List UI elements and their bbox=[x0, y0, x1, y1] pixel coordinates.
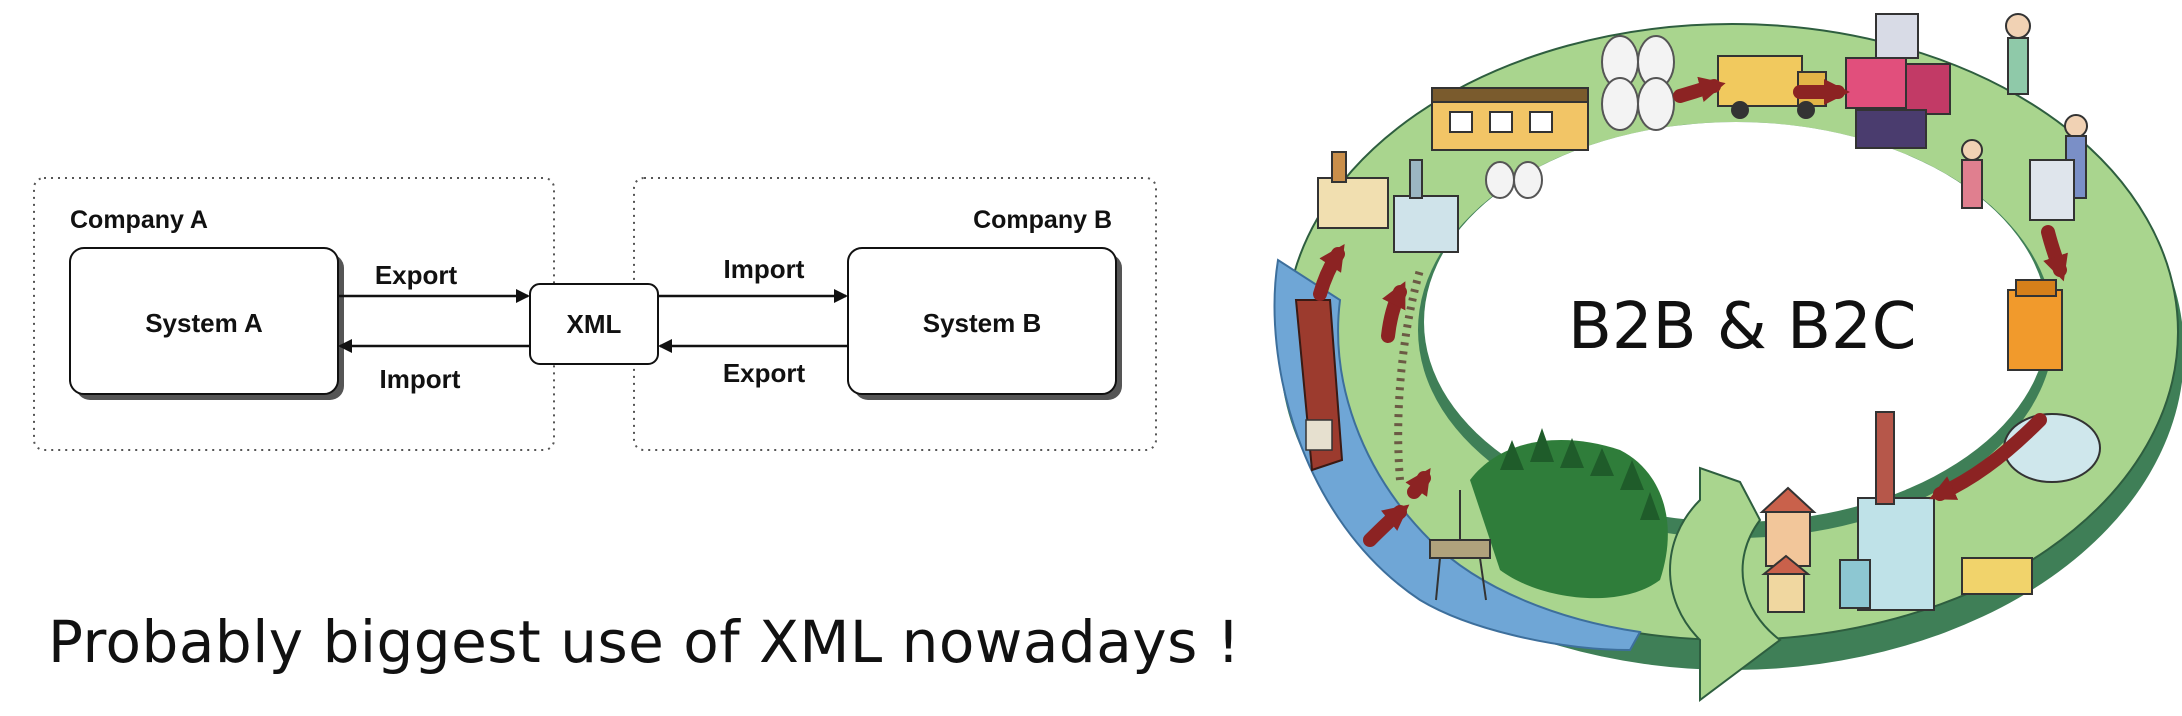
flow-arrows bbox=[1313, 76, 2068, 547]
flow-arrow-4 bbox=[1381, 281, 1407, 343]
page-caption: Probably biggest use of XML nowadays ! bbox=[48, 608, 1241, 676]
flow-arrow-7 bbox=[2041, 225, 2068, 282]
a-import-label: Import bbox=[380, 364, 461, 394]
cycle-center-label: B2B & B2C bbox=[1568, 290, 1917, 364]
household-scene bbox=[1961, 13, 2088, 221]
flow-arrow-8 bbox=[1929, 413, 2047, 501]
paper-rolls bbox=[1485, 35, 1675, 199]
flow-arrow-3 bbox=[1313, 244, 1345, 301]
recycling-plant bbox=[1839, 411, 2101, 611]
railway-track bbox=[1394, 268, 1424, 481]
company-b-label: Company B bbox=[973, 206, 1112, 234]
cycle-arrow-head bbox=[1669, 466, 1782, 702]
xml-label: XML bbox=[567, 309, 622, 339]
system-b-label: System B bbox=[923, 308, 1042, 338]
houses bbox=[1759, 486, 1817, 613]
garbage-truck bbox=[2007, 279, 2063, 371]
river-water bbox=[1273, 258, 1642, 652]
factory-cluster bbox=[1317, 87, 1589, 253]
system-a-label: System A bbox=[145, 308, 263, 338]
xml-box bbox=[529, 283, 659, 365]
oil-rig bbox=[1429, 490, 1491, 601]
b-import-label: Import bbox=[724, 254, 805, 284]
cargo-ship bbox=[1294, 299, 1344, 472]
flow-arrow-2 bbox=[1405, 468, 1431, 499]
flow-arrow-5 bbox=[1673, 76, 1726, 103]
supply-chain-cycle-illustration bbox=[1273, 13, 2182, 702]
tissue-packages bbox=[1845, 13, 1951, 149]
company-a-label: Company A bbox=[70, 206, 208, 234]
flow-arrow-1 bbox=[1363, 504, 1410, 547]
system-b-box bbox=[847, 247, 1117, 395]
forest bbox=[1470, 428, 1668, 599]
a-export-label: Export bbox=[375, 260, 458, 290]
system-a-box bbox=[69, 247, 339, 395]
b-export-label: Export bbox=[723, 358, 806, 388]
xml-exchange-diagram: Company A Company B System A System B XM… bbox=[33, 177, 1157, 451]
